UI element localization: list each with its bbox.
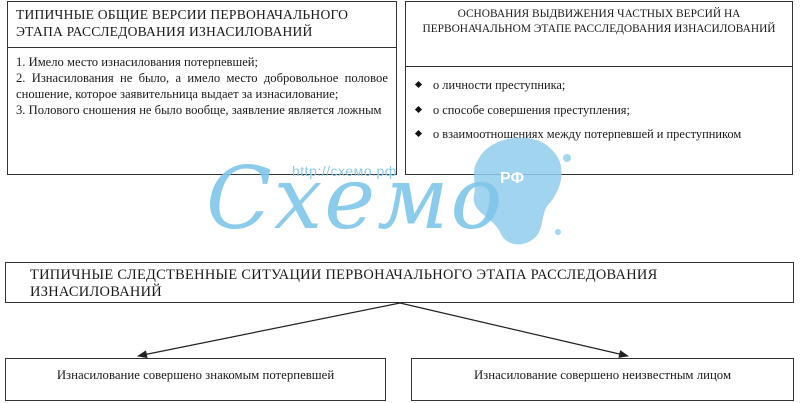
arrow-left	[137, 302, 401, 359]
private-version-label: о взаимоотношениях между потерпевшей и п…	[433, 127, 742, 141]
typical-situations-box: ТИПИЧНЫЕ СЛЕДСТВЕННЫЕ СИТУАЦИИ ПЕРВОНАЧА…	[5, 262, 794, 303]
private-versions-list: о личности преступника; о способе соверш…	[405, 66, 793, 175]
general-versions-header: ТИПИЧНЫЕ ОБЩИЕ ВЕРСИИ ПЕРВОНАЧАЛЬНОГО ЭТ…	[7, 1, 397, 48]
arrow-right	[399, 302, 629, 358]
private-versions-header: ОСНОВАНИЯ ВЫДВИЖЕНИЯ ЧАСТНЫХ ВЕРСИЙ НА П…	[405, 1, 793, 67]
general-version-item-3: 3. Полового сношения не было вообще, зая…	[16, 103, 382, 117]
watermark-url: http://схемо.рф	[292, 163, 397, 179]
typical-situations-title: ТИПИЧНЫЕ СЛЕДСТВЕННЫЕ СИТУАЦИИ ПЕРВОНАЧА…	[30, 267, 658, 300]
private-version-item: о личности преступника;	[414, 77, 792, 102]
private-version-label: о способе совершения преступления;	[433, 102, 630, 117]
general-versions-list: 1. Имело место изнасилования потерпевшей…	[7, 47, 397, 175]
general-versions-title: ТИПИЧНЫЕ ОБЩИЕ ВЕРСИИ ПЕРВОНАЧАЛЬНОГО ЭТ…	[16, 7, 349, 39]
situation-unknown-attacker: Изнасилование совершено неизвестным лицо…	[411, 358, 794, 401]
private-version-item: о способе совершения преступления;	[414, 102, 792, 127]
situation-known-label: Изнасилование совершено знакомым потерпе…	[56, 368, 335, 382]
private-version-item: о взаимоотношениях между потерпевшей и п…	[414, 126, 792, 151]
general-version-item-2: 2. Изнасилования не было, а имело место …	[16, 71, 388, 101]
situation-known-attacker: Изнасилование совершено знакомым потерпе…	[5, 358, 386, 401]
watermark-badge: РФ	[500, 170, 525, 187]
private-versions-title: ОСНОВАНИЯ ВЫДВИЖЕНИЯ ЧАСТНЫХ ВЕРСИЙ НА П…	[422, 8, 776, 35]
splash-drop-icon	[563, 154, 571, 162]
situation-unknown-label: Изнасилование совершено неизвестным лицо…	[473, 368, 732, 382]
splash-shape-icon	[473, 137, 562, 245]
watermark-logo: Схемо	[206, 149, 505, 249]
splash-drop-icon	[555, 229, 561, 235]
general-version-item-1: 1. Имело место изнасилования потерпевшей…	[16, 55, 259, 69]
private-version-label: о личности преступника;	[433, 78, 566, 92]
